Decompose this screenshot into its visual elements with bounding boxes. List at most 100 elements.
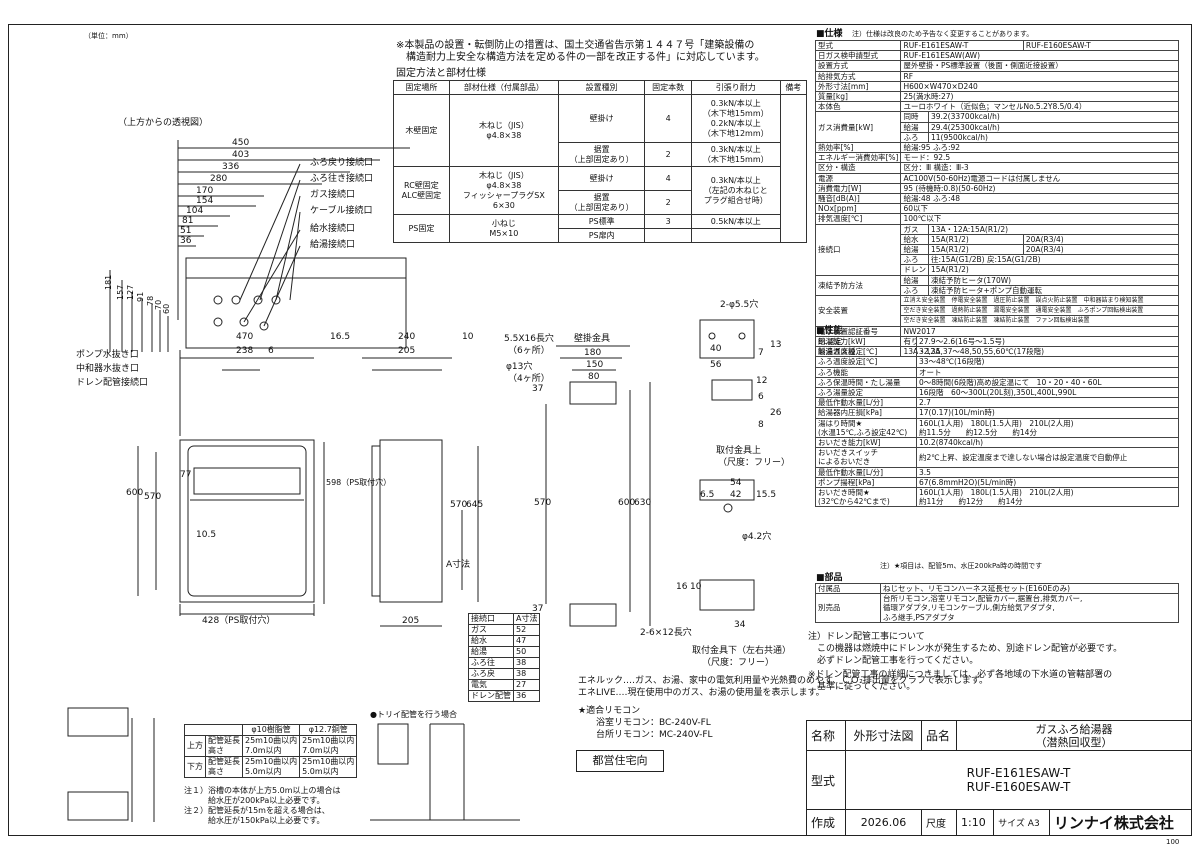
pipe-lower-copper: 25m10曲以内 5.0m以内 xyxy=(299,756,358,778)
upper-bracket-hole: 2-φ5.5穴 xyxy=(720,300,759,310)
perf-value: 16段階 60～300L(20L刻),350L,400L,990L xyxy=(916,387,1179,399)
spec-value: 25(満水時:27) xyxy=(900,91,1179,103)
spec-value: 屋外壁掛・PS標準設置（後面・側面近接設置） xyxy=(900,60,1179,72)
lower-dim-6-5: 6.5 xyxy=(700,490,715,500)
side-dim-10: 10 xyxy=(462,332,474,342)
title-size: サイズ A3 xyxy=(993,808,1050,837)
gas-val: 11(9500kcal/h) xyxy=(927,131,1180,144)
spec-value: RF xyxy=(900,70,1179,82)
safety-line: 空だき安全装置 凍結防止装置 凍結防止装置 ファン回転検出装置 xyxy=(900,315,1179,327)
lower-dim-42: 42 xyxy=(730,490,742,500)
pump-drain-label: ポンプ水抜き口 xyxy=(76,350,139,360)
a-row-label: 給水 xyxy=(468,635,514,647)
gas-sub: 給湯 xyxy=(900,121,929,133)
perf-label: ふろ温度設定[℃] xyxy=(815,356,917,368)
bracket-hole-count: （4ヶ所） xyxy=(508,374,550,384)
page-number: 100 xyxy=(1166,838,1180,846)
side-dim-240: 240 xyxy=(398,332,416,342)
bracket-dim-37-top: 37 xyxy=(532,384,544,394)
performance-table: 給湯能力[kW]27.9～2.6(16号～1.5号) 給湯温度設定[℃]32,3… xyxy=(815,335,1179,508)
upper-bracket-caption: 取付金具上 xyxy=(716,446,762,456)
a-row-label: ふろ往 xyxy=(468,657,514,669)
top-dim-280: 280 xyxy=(210,174,228,184)
pipe-header-copper: φ12.7銅管 xyxy=(299,724,358,736)
spec-label: NOx[ppm] xyxy=(814,203,902,215)
spec-label: 電源 xyxy=(814,172,902,184)
fixing-place-wood: 木壁固定 xyxy=(393,94,450,167)
fixing-table-title: 固定方法と部材仕様 xyxy=(396,68,486,79)
upper-dim-56: 56 xyxy=(710,360,722,370)
top-dim-81: 81 xyxy=(182,216,194,226)
pipe-row-upper-label: 配管延長 高さ xyxy=(205,735,243,757)
drain-note-2: この機器は燃焼中にドレン水が発生するため、別途ドレン配管が必要です。 xyxy=(808,644,1123,654)
upper-dim-12: 12 xyxy=(756,376,768,386)
conn-sub: 給水 xyxy=(900,233,929,246)
side-dim-570: 570 xyxy=(450,500,468,510)
freeze-val: 凍結予防ヒータ+ポンプ自動運転 xyxy=(927,284,1180,297)
a-row-value: 52 xyxy=(512,624,541,636)
lower-bracket-caption: 取付金具下（左右共通） xyxy=(692,646,792,656)
bracket-dim-37-bottom: 37 xyxy=(532,604,544,614)
upper-dim-40: 40 xyxy=(710,344,722,354)
vdim-91: 91 xyxy=(136,291,145,302)
safety-line: 空だき安全装置 過熱防止装置 漏電安全装置 通電安全装置 ふろポンプ回転検出装置 xyxy=(900,305,1179,317)
perf-label: ふろ機能 xyxy=(815,366,917,378)
pipe-note-1: 注１）浴槽の本体が上方5.0m以上の場合は xyxy=(184,786,341,795)
remote-bath: 浴室リモコン：BC-240V-FL xyxy=(596,718,711,728)
upper-dim-8: 8 xyxy=(758,420,764,430)
gas-sub: 同時 xyxy=(900,111,929,123)
upper-dim-13: 13 xyxy=(770,340,782,350)
pipe-row-lower-label: 配管延長 高さ xyxy=(205,756,243,778)
front-dim-77: 77 xyxy=(180,470,192,480)
spec-value: RUF-E161ESAW(AW) xyxy=(900,50,1179,62)
eco-note-2: エネLIVE‥‥現在使用中のガス、お湯の使用量を表示します。 xyxy=(578,688,825,698)
side-dim-645: 645 xyxy=(466,500,484,510)
top-dim-154: 154 xyxy=(196,196,214,206)
lower-dim-hole: φ4.2穴 xyxy=(742,532,772,542)
install-note-line1: ※本製品の設置・転倒防止の措置は、国土交通省告示第１４４７号「建築設備の xyxy=(396,40,755,51)
spec-title: ■仕様 xyxy=(816,29,843,39)
pipe-note-4: 給水圧が150kPa以上必要です。 xyxy=(184,816,325,825)
spec-value: 95 (待機時:0.8)(50-60Hz) xyxy=(900,182,1179,195)
spec-value: AC100V(50-60Hz)電源コードは付属しません xyxy=(900,172,1179,184)
lower-bracket-scale: （尺度：フリー） xyxy=(702,658,775,668)
freeze-label: 凍結予防方法 xyxy=(814,274,902,297)
fixing-count-wood-wall: 4 xyxy=(644,94,692,143)
conn-water: 給水接続口 xyxy=(310,224,356,234)
conn-sub: 給湯 xyxy=(900,244,929,256)
a-row-value: 50 xyxy=(512,646,541,658)
a-table-header-conn: 接続口 xyxy=(468,613,514,625)
a-row-label: 電気 xyxy=(468,679,514,691)
conn-sub: ふろ xyxy=(900,254,929,266)
drain-note-3: 必ずドレン配管工事を行ってください。 xyxy=(808,656,979,666)
perf-value: 2.7 xyxy=(916,397,1179,409)
spec-label: 消費電力[W] xyxy=(814,182,902,195)
freeze-sub: ふろ xyxy=(900,284,929,297)
front-dim-570: 570 xyxy=(144,492,162,502)
perf-label: ふろ湯量設定 xyxy=(815,387,917,399)
conn-val: 15A(R1/2) xyxy=(927,264,1180,276)
fixing-place-rc: RC壁固定 ALC壁固定 xyxy=(393,166,450,215)
bracket-dim-80: 80 xyxy=(588,372,600,382)
perf-value: 10.2(8740kcal/h) xyxy=(916,437,1179,449)
top-dim-36: 36 xyxy=(180,236,192,246)
conn-val: 13A・12A:15A(R1/2) xyxy=(927,223,1180,235)
spec-label: 排気温度[℃] xyxy=(814,213,902,225)
performance-title: ■性能 xyxy=(816,326,843,336)
drawing-frame xyxy=(8,24,1192,836)
title-made-value: 2026.06 xyxy=(844,808,923,837)
perf-value: 0～8時間(6段階)高め設定温にて 10・20・40・60L xyxy=(916,376,1179,389)
performance-note: 注）★項目は、配管5m、水圧200kPa時の時間です xyxy=(880,562,1043,570)
perf-label: 最低作動水量[L/分] xyxy=(815,397,917,409)
fixing-spec-wood: 木ねじ（JIS） φ4.8×38 xyxy=(448,94,559,167)
perf-value: 160L(1人用) 180L(1.5人用) 210L(2人用) 約11分 約12… xyxy=(916,487,1179,508)
pipe-length-table: φ10樹脂管 φ12.7銅管 上方 配管延長 高さ 25m10曲以内 7.0m以… xyxy=(184,724,358,778)
spec-label: 騒音[dB(A)] xyxy=(814,193,902,205)
perf-label: 給湯器内圧損[kPa] xyxy=(815,407,917,419)
safety-label: 安全装置 xyxy=(814,295,902,327)
a-row-value: 38 xyxy=(512,668,541,680)
perf-value: 3.5 xyxy=(916,466,1179,478)
bracket-slot-count: （6ヶ所） xyxy=(508,346,550,356)
